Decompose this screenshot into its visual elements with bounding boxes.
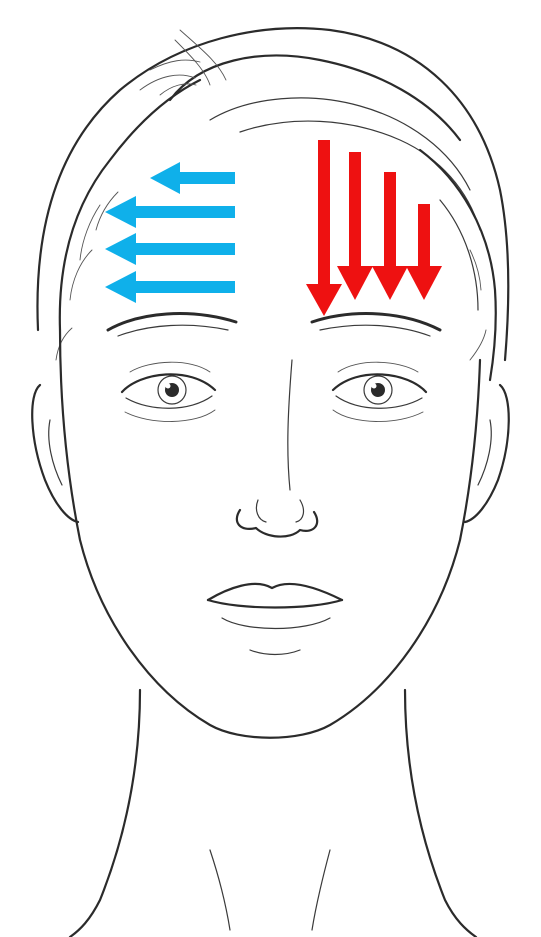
red-arrow-2 [337,152,373,300]
blue-arrow-2 [105,196,235,228]
left-eyebrow [108,314,236,336]
red-arrow-3 [372,172,408,300]
nose [237,360,317,537]
blue-arrow-1 [150,162,235,194]
mouth [208,584,342,655]
left-eye [122,362,215,421]
right-ear [465,385,509,522]
left-ear [32,385,78,522]
neck [70,690,476,937]
horizontal-arrows [105,162,235,303]
red-arrow-4 [406,204,442,300]
vertical-arrows [306,140,442,316]
blue-arrow-3 [105,233,235,265]
right-eye [333,362,426,421]
red-arrow-1 [306,140,342,316]
blue-arrow-4 [105,271,235,303]
right-eyebrow [312,314,440,336]
